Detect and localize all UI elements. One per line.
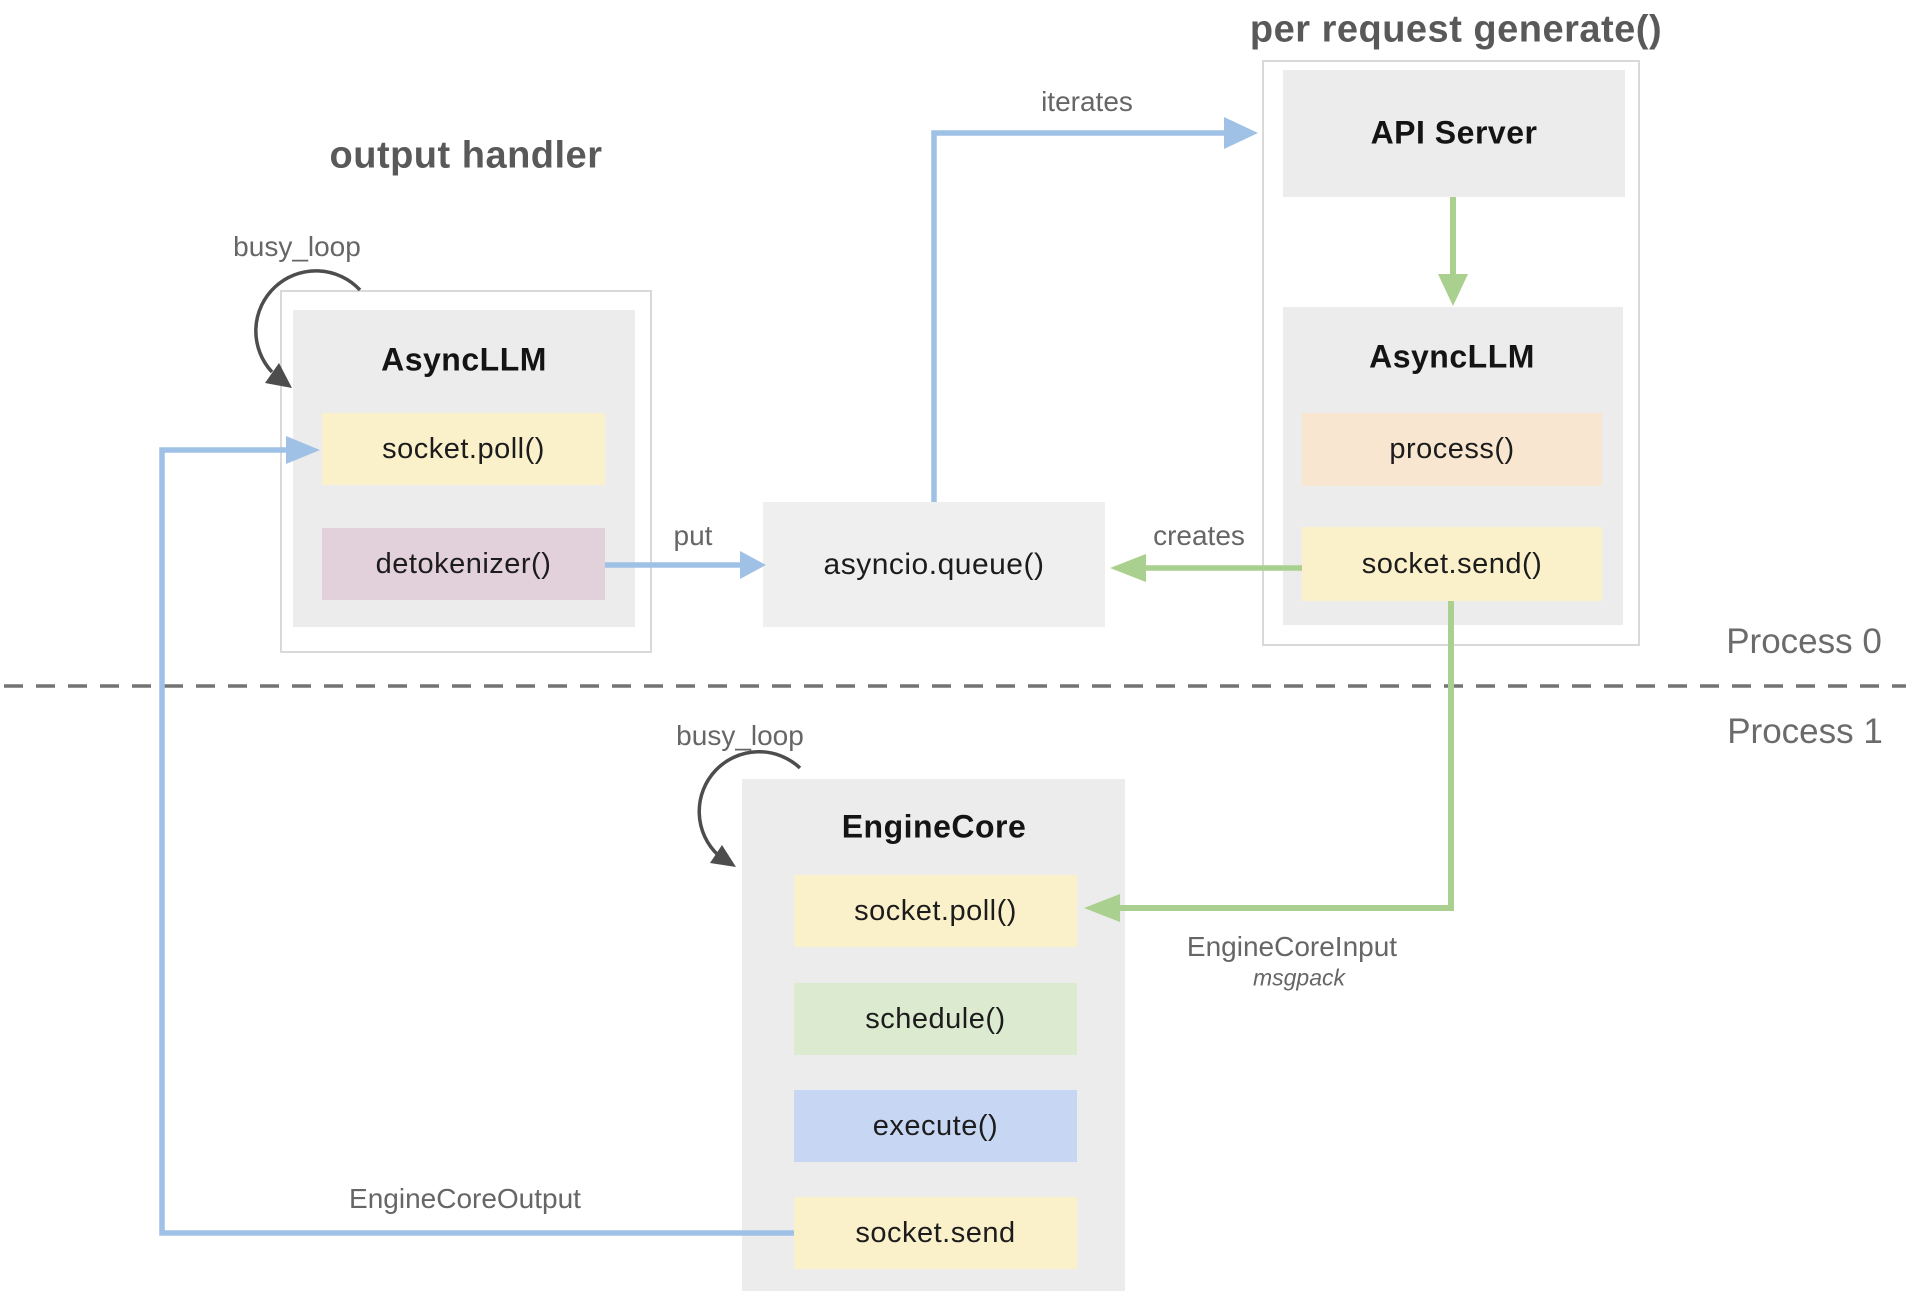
engine-core-title: EngineCore: [841, 808, 1027, 845]
async-llm-right-process: process(): [1302, 413, 1602, 486]
engine-core-socket-poll: socket.poll(): [794, 875, 1077, 947]
api-server-title: API Server: [1370, 114, 1538, 151]
async-llm-right-title: AsyncLLM: [1369, 338, 1535, 375]
engine-core-execute: execute(): [794, 1090, 1077, 1162]
api-server-panel: [1283, 70, 1625, 197]
async-llm-left-socket-poll: socket.poll(): [322, 413, 605, 485]
async-llm-left-detokenizer: detokenizer(): [322, 528, 605, 600]
async-llm-left-title: AsyncLLM: [381, 341, 547, 378]
async-llm-right-socket-send: socket.send(): [1302, 527, 1602, 601]
engine-core-schedule: schedule(): [794, 983, 1077, 1055]
asyncio-queue-box: asyncio.queue(): [763, 502, 1105, 627]
engine-core-socket-send: socket.send: [794, 1197, 1077, 1269]
